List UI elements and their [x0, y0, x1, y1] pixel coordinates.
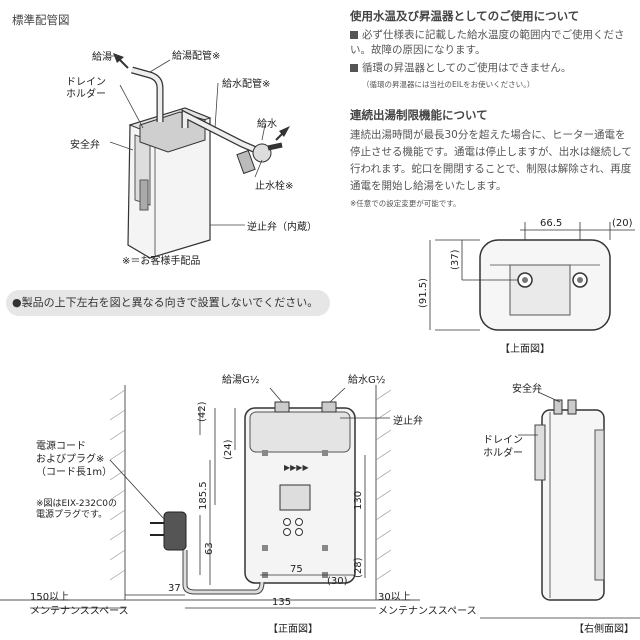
top-view-caption: 【上面図】	[500, 344, 550, 355]
front-left-space: 150以上 メンテナンススペース	[30, 592, 129, 617]
square-bullet-icon	[350, 64, 358, 72]
label-hot-pipe: 給湯配管※	[172, 51, 221, 62]
label-cold-in: 給水	[257, 119, 277, 130]
notes-sub-2: ※任意での設定変更が可能です。	[350, 199, 461, 208]
label-safety-valve: 安全弁	[70, 140, 100, 151]
top-view-diagram: 66.5 (20) (37) (91.5)	[418, 218, 635, 331]
front-hot-label: 給湯G½	[222, 375, 260, 386]
front-cord-note: ※図はEIX-232C0の 電源プラグです。	[36, 499, 118, 520]
top-dim-66-5: 66.5	[540, 218, 562, 229]
orientation-warning: ●製品の上下左右を図と異なる向きで設置しないでください。	[6, 290, 330, 316]
svg-text:▶▶▶▶: ▶▶▶▶	[284, 463, 309, 472]
notes-item-2: 循環の昇温器としてのご使用はできません。	[350, 61, 635, 76]
side-view-caption: 【右側面図】	[574, 624, 634, 635]
label-cold-pipe: 給水配管※	[222, 79, 271, 90]
front-dim-24: (24)	[223, 439, 234, 460]
top-dim-37: (37)	[450, 249, 461, 270]
front-dim-28: (28)	[353, 557, 364, 578]
front-dim-130: 130	[353, 491, 364, 510]
front-view-diagram: ▶▶▶▶ (42) (24) 185.5 130 63 (28) 37 75 (…	[0, 385, 420, 609]
square-bullet-icon	[350, 31, 358, 39]
front-dim-30: (30)	[327, 576, 348, 587]
label-drain-holder: ドレイン ホルダー	[66, 77, 106, 100]
label-stop-valve: 止水栓※	[255, 181, 294, 192]
front-view-caption: 【正面図】	[268, 624, 318, 635]
front-check-valve: 逆止弁	[393, 416, 423, 427]
side-safety-valve: 安全弁	[512, 384, 542, 395]
notes-sub-1: （循環の昇温器には当社のEILをお使いください。）	[362, 80, 535, 89]
top-dim-20: (20)	[612, 218, 633, 229]
front-dim-37: 37	[168, 583, 181, 594]
label-check-valve: 逆止弁（内蔵）	[247, 222, 317, 233]
front-dim-135: 135	[272, 597, 291, 608]
top-dim-91-5: (91.5)	[418, 278, 429, 308]
notes-body-2: 連続出湯時間が最長30分を超えた場合に、ヒーター通電を停止させる機能です。通電は…	[350, 129, 632, 192]
piping-footnote: ※＝お客様手配品	[122, 256, 201, 267]
piping-title: 標準配管図	[12, 13, 70, 27]
notes-title-2: 連続出湯制限機能について	[350, 108, 488, 122]
notes-title-1: 使用水温及び昇温器としてのご使用について	[350, 9, 580, 23]
label-hot-out: 給湯	[92, 52, 112, 63]
side-drain-holder: ドレイン ホルダー	[483, 435, 523, 459]
side-view-diagram	[480, 391, 640, 619]
front-dim-75: 75	[290, 564, 303, 575]
front-dim-42: (42)	[197, 401, 208, 422]
front-right-space: 30以上 メンテナンススペース	[378, 592, 477, 617]
front-cold-label: 給水G½	[348, 375, 386, 386]
front-cord-label: 電源コード およびプラグ※ （コード長1m）	[36, 441, 113, 478]
piping-diagram	[109, 53, 290, 259]
notes-item-1: 必ず仕様表に記載した給水温度の範囲内でご使用ください。故障の原因になります。	[350, 29, 625, 56]
front-dim-185-5: 185.5	[198, 481, 209, 510]
front-dim-63: 63	[204, 542, 215, 555]
